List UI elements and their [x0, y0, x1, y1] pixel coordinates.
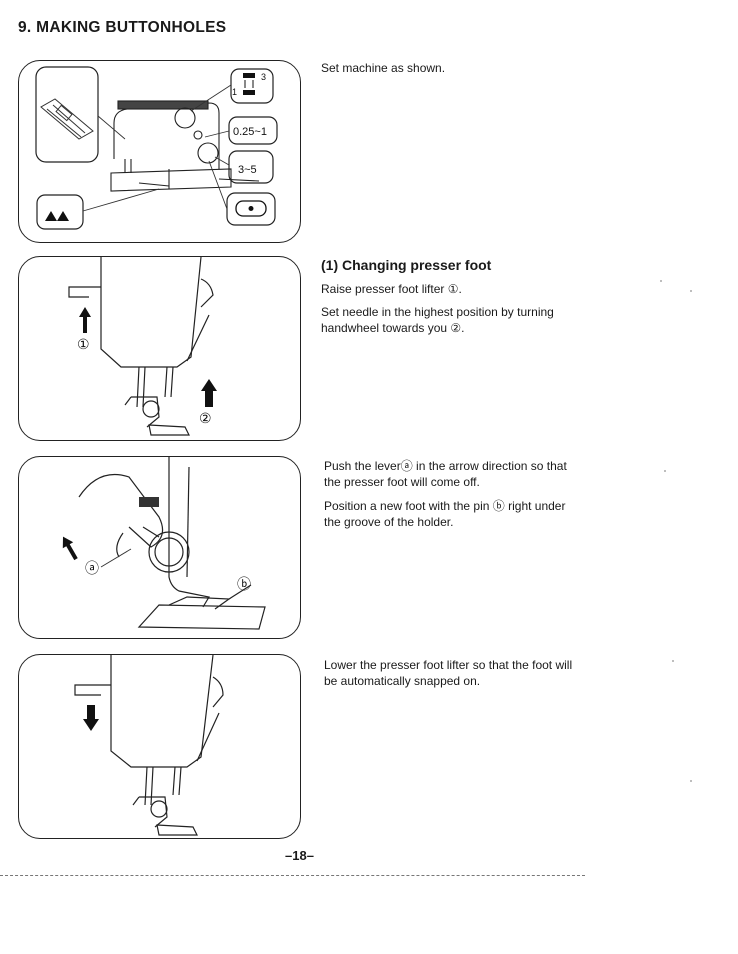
raise-lifter-drawing: ① ② — [68, 257, 217, 436]
machine-setup-drawing: 3 1 0.25~1 3~5 — [35, 66, 278, 230]
stitch-width-top-label: 3 — [261, 72, 266, 82]
lifter-label: ① — [77, 336, 90, 352]
scan-speck — [690, 290, 692, 292]
tension-label: 3~5 — [238, 164, 257, 176]
section3-step2: Position a new foot with the pin ⓑ right… — [324, 499, 566, 529]
lower-lifter-drawing — [74, 655, 224, 836]
page-footer-rule — [0, 875, 585, 876]
stitch-width-bottom-label: 1 — [232, 87, 237, 97]
lower-lifter-illustration — [18, 654, 301, 839]
section3-step1: Push the leverⓐ in the arrow direction s… — [324, 459, 567, 489]
change-foot-illustration: ⓐ ⓑ — [18, 456, 301, 639]
scan-speck — [690, 780, 692, 782]
feed-dog-icon — [45, 211, 69, 221]
section2-title: (1) Changing presser foot — [321, 257, 492, 273]
section1-text: Set machine as shown. — [321, 61, 446, 75]
page-number: –18– — [285, 848, 314, 863]
lift-arrow-icon — [79, 307, 91, 333]
section2-step1: Raise presser foot lifter ①. — [321, 282, 462, 296]
scan-speck — [664, 470, 666, 472]
push-arrow-icon — [62, 536, 78, 561]
stitch-length-label: 0.25~1 — [233, 126, 267, 138]
section4-step1: Lower the presser foot lifter so that th… — [324, 658, 573, 688]
change-foot-drawing: ⓐ ⓑ — [62, 457, 266, 630]
machine-setup-illustration: 3 1 0.25~1 3~5 — [18, 60, 301, 243]
scan-speck — [660, 280, 662, 282]
scan-speck — [672, 660, 674, 662]
section2-step2: Set needle in the highest position by tu… — [321, 305, 554, 335]
lower-arrow-icon — [83, 705, 99, 731]
handwheel-arrow-icon — [201, 379, 217, 407]
raise-lifter-illustration: ① ② — [18, 256, 301, 441]
buttonhole-switch-icon — [248, 206, 254, 211]
lever-label: ⓐ — [85, 560, 99, 576]
pin-label: ⓑ — [237, 576, 251, 592]
handwheel-label: ② — [199, 410, 212, 426]
page-heading: 9. MAKING BUTTONHOLES — [18, 19, 227, 36]
